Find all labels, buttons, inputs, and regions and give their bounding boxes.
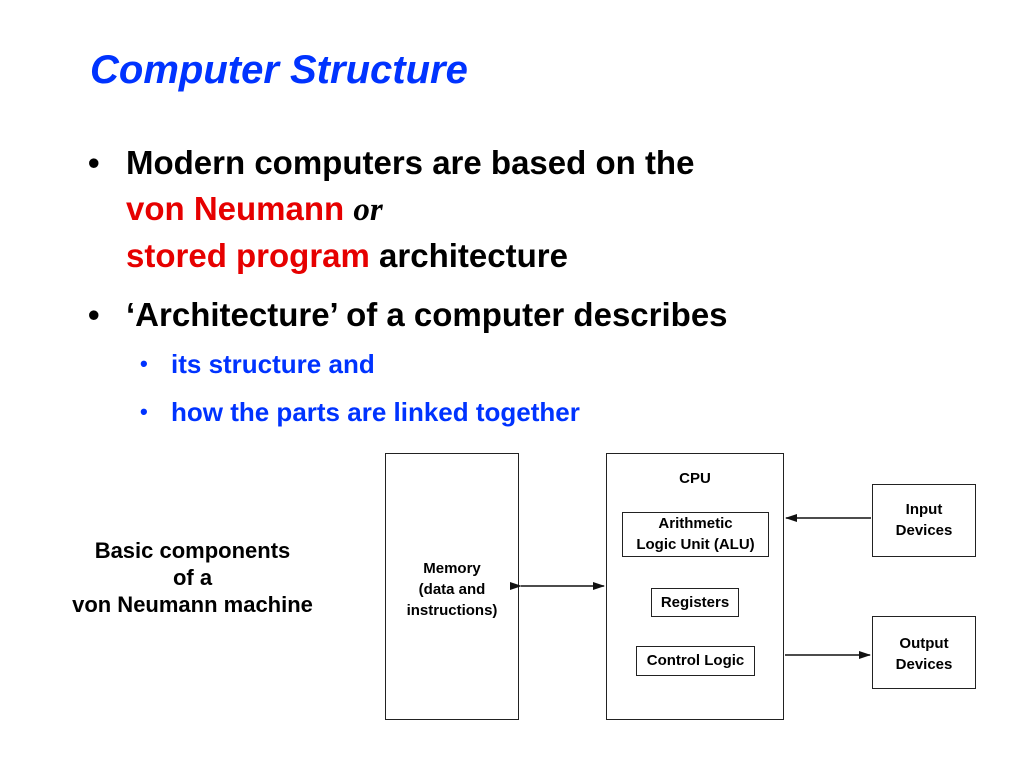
conjunction-or: or [353, 192, 383, 228]
cpu-label: CPU [679, 470, 711, 487]
bullet-architecture: • ‘Architecture’ of a computer describes [88, 292, 728, 338]
registers-box: Registers [651, 588, 739, 617]
caption-line-1: Basic components [94, 538, 291, 563]
control-logic-label: Control Logic [646, 652, 745, 669]
sub-bullet-dot: • [140, 351, 148, 376]
bullet-dot: • [88, 296, 100, 333]
bullet-1-line-1: Modern computers are based on the [126, 144, 695, 181]
sub-bullet-structure: • its structure and [140, 348, 375, 380]
bullet-2-text: ‘Architecture’ of a computer describes [126, 296, 728, 333]
sub-bullet-dot: • [140, 399, 148, 424]
input-devices-box: Input Devices [872, 484, 976, 557]
caption-line-3: von Neumann machine [72, 592, 313, 617]
control-logic-box: Control Logic [636, 646, 755, 676]
alu-box: Arithmetic Logic Unit (ALU) [622, 512, 769, 557]
memory-label: Memory [423, 560, 481, 577]
memory-desc-2: instructions) [406, 602, 498, 619]
sub-bullet-1-text: its structure and [171, 349, 375, 379]
alu-label-1: Arithmetic [658, 515, 733, 532]
diagram-caption: Basic components of a von Neumann machin… [30, 537, 355, 618]
input-label-1: Input [905, 501, 943, 518]
output-label-2: Devices [895, 656, 953, 673]
output-label-1: Output [899, 635, 949, 652]
memory-desc-1: (data and [418, 581, 486, 598]
highlight-stored-program: stored program [126, 237, 370, 274]
memory-box: Memory (data and instructions) [385, 453, 519, 720]
alu-label-2: Logic Unit (ALU) [636, 536, 755, 553]
sub-bullet-linked: • how the parts are linked together [140, 396, 580, 428]
input-label-2: Devices [895, 522, 953, 539]
sub-bullet-2-text: how the parts are linked together [171, 397, 580, 427]
slide-title: Computer Structure [90, 48, 468, 92]
caption-line-2: of a [172, 565, 213, 590]
output-devices-box: Output Devices [872, 616, 976, 689]
highlight-von-neumann: von Neumann [126, 190, 345, 227]
bullet-dot: • [88, 144, 100, 181]
bullet-1-tail: architecture [379, 237, 568, 274]
registers-label: Registers [660, 594, 730, 611]
bullet-von-neumann: • Modern computers are based on the von … [88, 140, 694, 279]
